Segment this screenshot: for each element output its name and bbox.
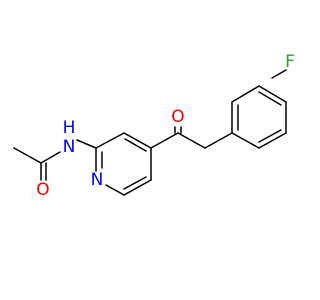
- bond-aryl-fluorine: [271, 69, 287, 79]
- aryl-bond-5-6-double: [258, 129, 282, 143]
- fluorine-label: F: [285, 52, 295, 72]
- bond-nh-ring: [76, 139, 97, 149]
- bond-ring-ketone: [150, 132, 179, 149]
- ring-bond-c5-c6: [123, 179, 152, 196]
- ring-bond-c3-c4: [123, 132, 152, 149]
- aryl-bond-2-3: [231, 85, 260, 103]
- ketone-oxygen-label: O: [171, 107, 184, 127]
- bond-ketone-ch2: [177, 132, 206, 149]
- aryl-bond-5-6: [258, 132, 287, 149]
- bond-ch2-aryl: [204, 132, 233, 149]
- aryl-bond-3-4-double: [258, 91, 282, 106]
- bond-carbonyl-nh: [40, 151, 61, 164]
- aryl-bond-6-1: [231, 132, 260, 149]
- amide-nitrogen-label: N: [63, 137, 76, 157]
- ring-bond-c3-c4-double: [124, 138, 147, 152]
- pyridine-nitrogen-label: N: [91, 170, 104, 190]
- amide-hydrogen-label: H: [63, 118, 76, 138]
- aryl-bond-3-4: [258, 85, 287, 103]
- ring-bond-c2-c3: [95, 132, 125, 149]
- molecule-structure: H N O N O F: [13, 52, 295, 200]
- acetyl-oxygen-label: O: [36, 180, 49, 200]
- bond-methyl-carbonyl: [13, 147, 42, 164]
- ring-bond-c6-n1: [105, 184, 125, 196]
- ring-bond-c5-c6-double: [123, 176, 147, 190]
